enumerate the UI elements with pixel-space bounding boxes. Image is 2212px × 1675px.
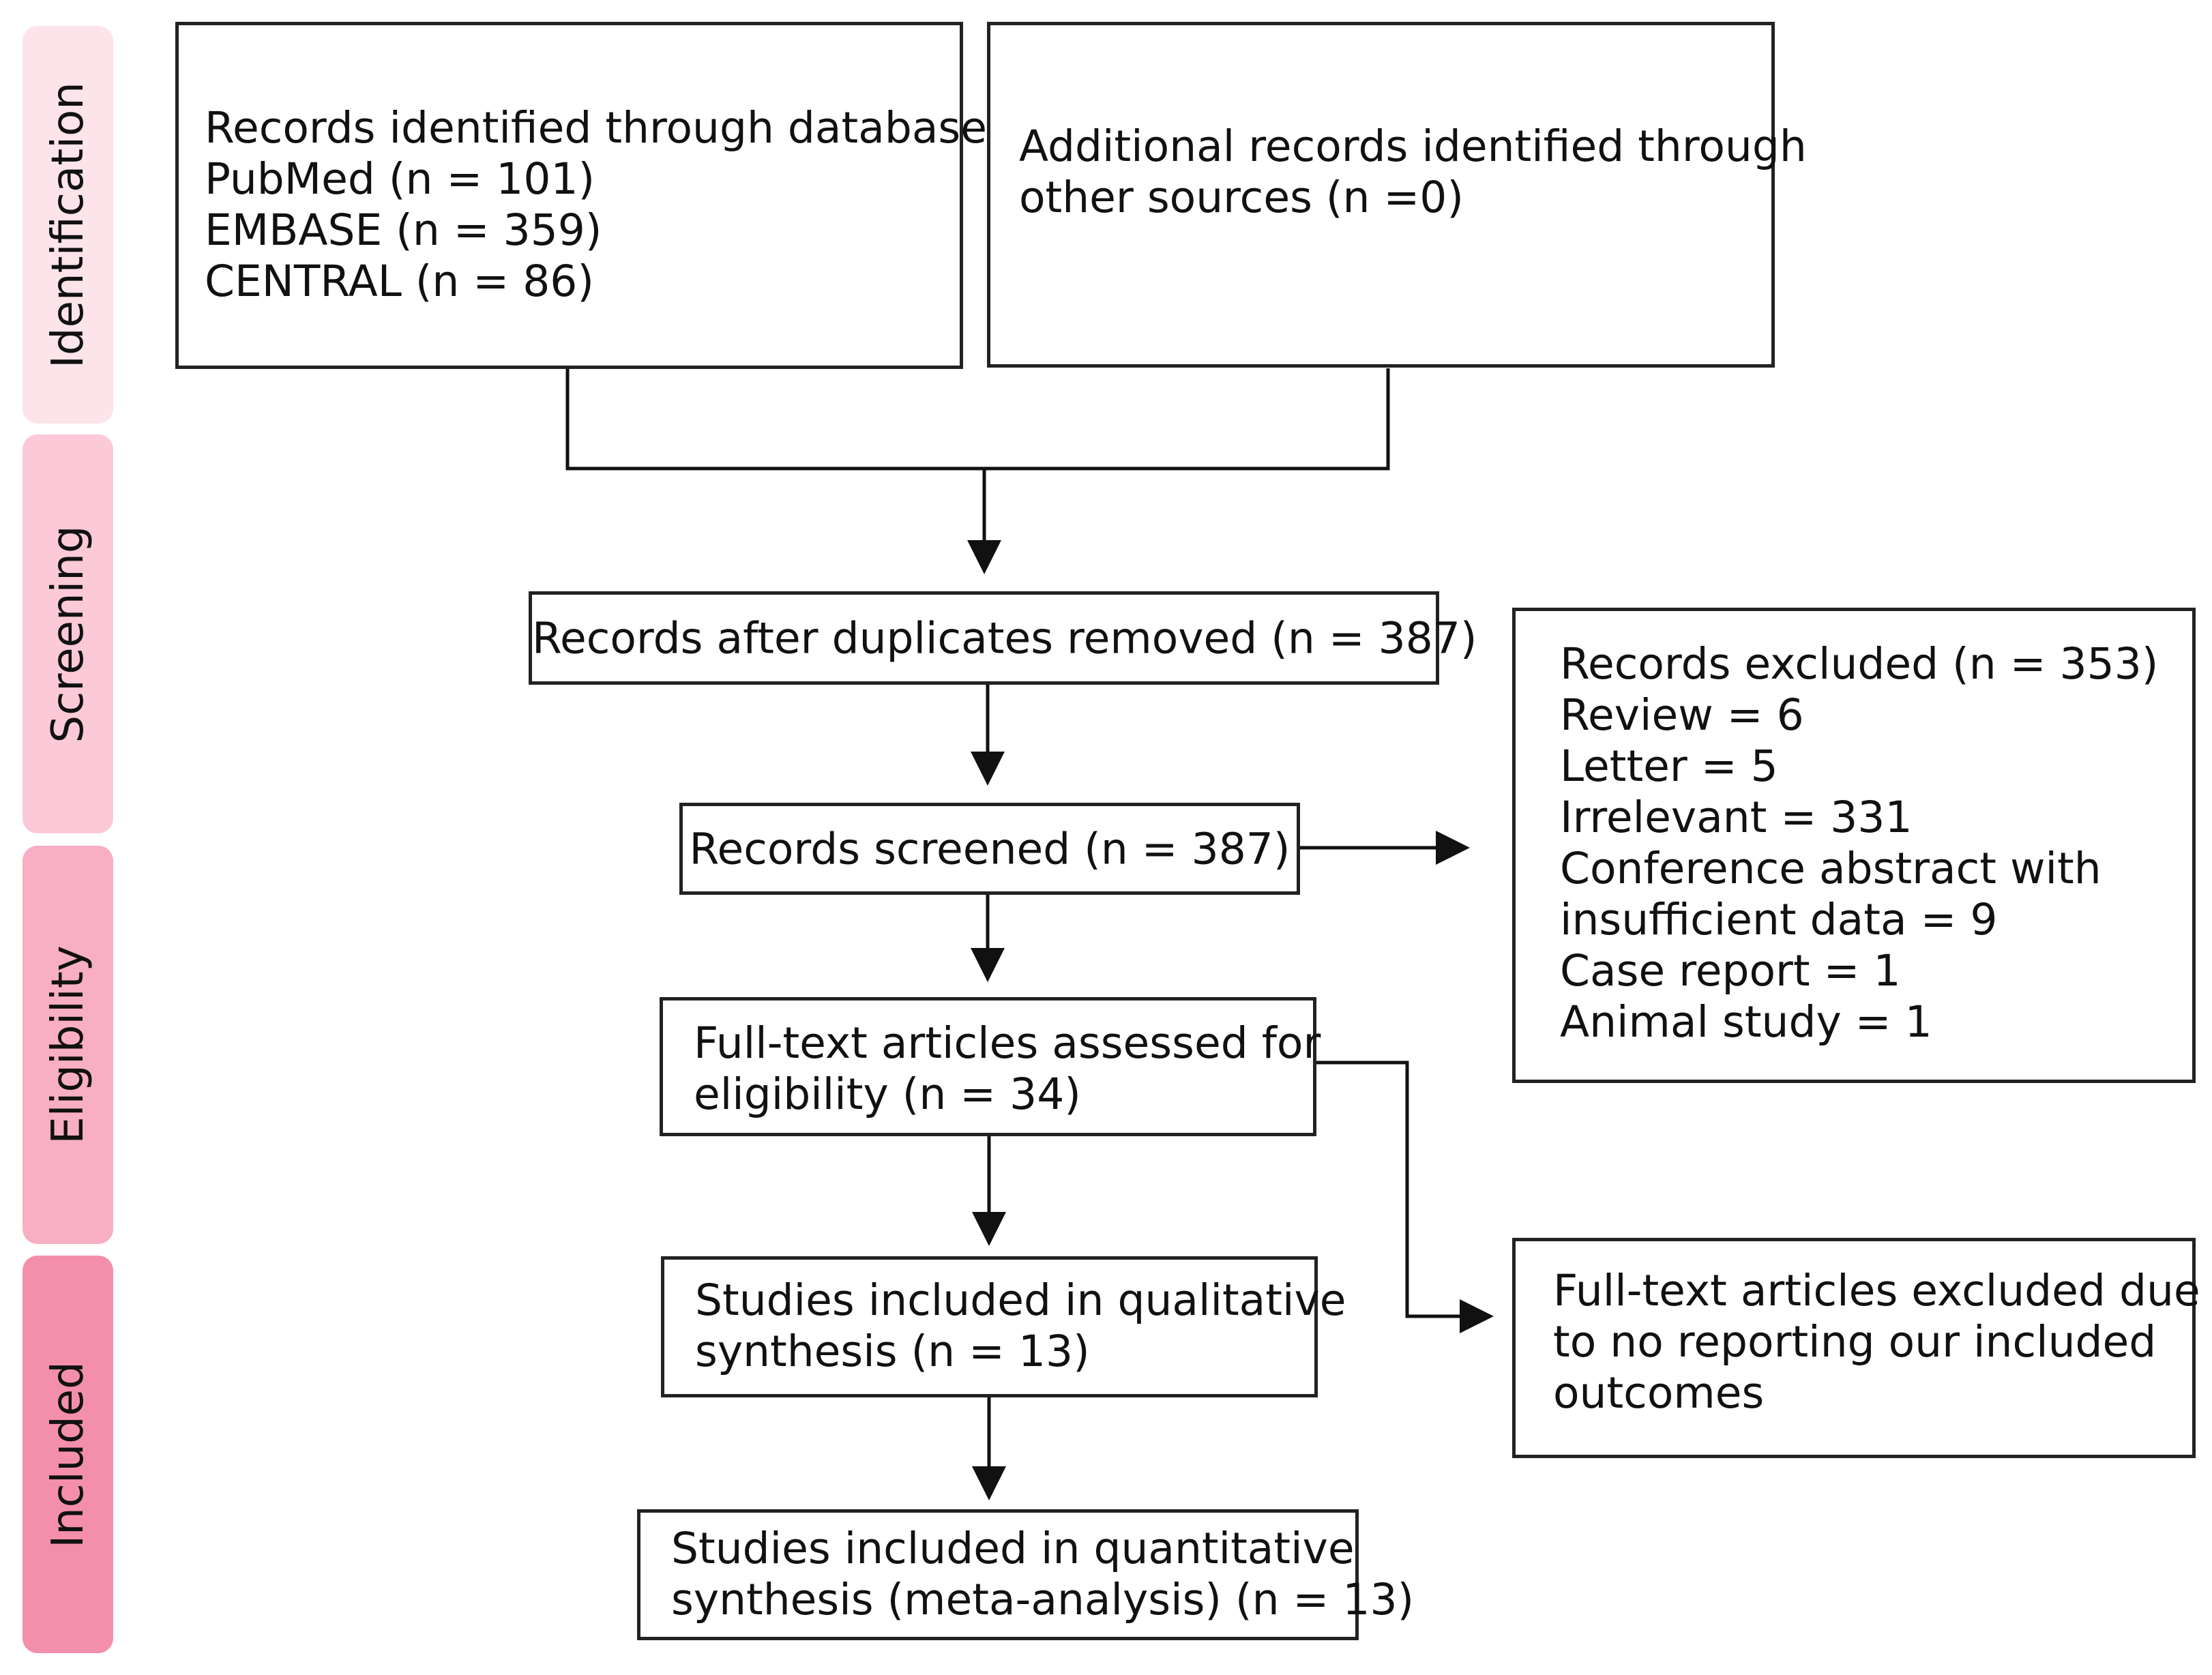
review-count: Review = 6 [1560, 690, 1804, 740]
conference-abstract-line-1: Conference abstract with [1560, 844, 2102, 893]
arrow-to-fulltext-excluded [1315, 1061, 1494, 1333]
database-records-text: Records identified through database : Pu… [205, 102, 1015, 307]
other-sources-line-1: Additional records identified through [1019, 121, 1807, 171]
quantitative-synthesis-text: Studies included in quantitative synthes… [671, 1523, 1414, 1625]
fulltext-assessed-line-2: eligibility (n = 34) [694, 1069, 1081, 1119]
after-duplicates-box: Records after duplicates removed (n = 38… [529, 591, 1477, 685]
merge-connector [565, 368, 1390, 471]
letter-count: Letter = 5 [1560, 741, 1778, 791]
fulltext-excluded-line-3: outcomes [1553, 1368, 1765, 1418]
quantitative-synthesis-box: Studies included in quantitative synthes… [637, 1509, 1414, 1640]
records-excluded-box: Records excluded (n = 353) Review = 6 Le… [1512, 608, 2196, 1083]
fulltext-assessed-line-1: Full-text articles assessed for [694, 1018, 1321, 1068]
quantitative-synthesis-line-2: synthesis (meta-analysis) (n = 13) [671, 1575, 1415, 1625]
quantitative-synthesis-line-1: Studies included in quantitative [671, 1524, 1355, 1573]
stage-tab-screening: Screening [23, 434, 113, 833]
conference-abstract-line-2: insufficient data = 9 [1560, 895, 1998, 945]
fulltext-excluded-line-1: Full-text articles excluded due [1553, 1266, 2200, 1316]
central-count: CENTRAL (n = 86) [205, 256, 594, 306]
stage-tab-included: Included [23, 1256, 113, 1653]
database-records-heading: Records identified through database : [205, 103, 1016, 153]
other-sources-line-2: other sources (n =0) [1019, 173, 1464, 222]
animal-study-count: Animal study = 1 [1560, 997, 1932, 1047]
embase-count: EMBASE (n = 359) [205, 205, 602, 255]
fulltext-assessed-box: Full-text articles assessed for eligibil… [660, 997, 1321, 1136]
fulltext-excluded-box: Full-text articles excluded due to no re… [1512, 1238, 2200, 1458]
database-records-box: Records identified through database : Pu… [175, 22, 1015, 369]
stage-tab-identification: Identification [23, 26, 113, 424]
stage-tab-eligibility: Eligibility [23, 846, 113, 1244]
qualitative-synthesis-box: Studies included in qualitative synthesi… [661, 1256, 1346, 1397]
fulltext-assessed-text: Full-text articles assessed for eligibil… [694, 1018, 1321, 1120]
pubmed-count: PubMed (n = 101) [205, 154, 595, 204]
after-duplicates-text: Records after duplicates removed (n = 38… [532, 613, 1477, 663]
qualitative-synthesis-line-1: Studies included in qualitative [695, 1275, 1346, 1325]
fulltext-excluded-text: Full-text articles excluded due to no re… [1553, 1265, 2200, 1419]
qualitative-synthesis-text: Studies included in qualitative synthesi… [695, 1275, 1346, 1377]
other-sources-text: Additional records identified through ot… [1019, 121, 1807, 223]
fulltext-excluded-line-2: to no reporting our included [1553, 1317, 2157, 1367]
records-excluded-heading: Records excluded (n = 353) [1560, 639, 2159, 689]
irrelevant-count: Irrelevant = 331 [1560, 792, 1913, 842]
records-excluded-text: Records excluded (n = 353) Review = 6 Le… [1560, 638, 2158, 1048]
case-report-count: Case report = 1 [1560, 946, 1901, 996]
records-screened-box: Records screened (n = 387) [679, 803, 1300, 895]
records-screened-text: Records screened (n = 387) [689, 824, 1291, 874]
other-sources-box: Additional records identified through ot… [987, 22, 1807, 368]
qualitative-synthesis-line-2: synthesis (n = 13) [695, 1326, 1090, 1376]
